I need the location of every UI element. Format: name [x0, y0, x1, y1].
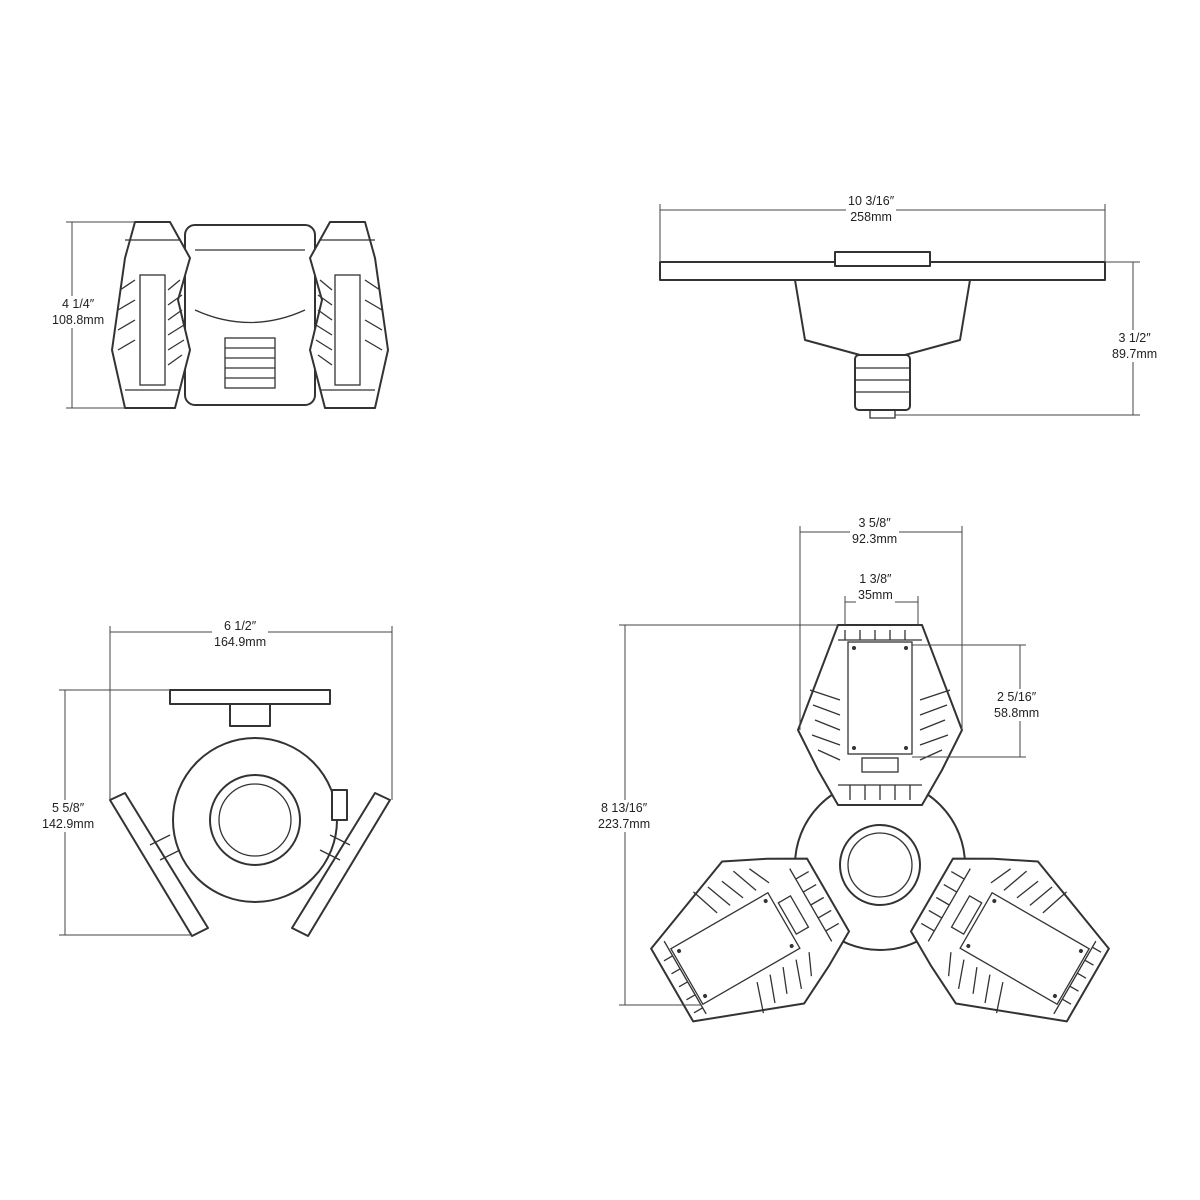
side-view: [659, 251, 1106, 419]
wing-tip-label: 1 3/8″ 35mm: [856, 571, 895, 603]
front-height-label: 4 1/4″ 108.8mm: [50, 296, 107, 328]
front-view: [111, 221, 389, 409]
folded-height-label: 5 5/8″ 142.9mm: [40, 800, 97, 832]
open-top-view: [630, 624, 1130, 1058]
folded-top-view: [109, 689, 391, 937]
overall-height-label: 8 13/16″ 223.7mm: [596, 800, 653, 832]
side-width-label: 10 3/16″ 258mm: [846, 193, 897, 225]
side-height-label: 3 1/2″ 89.7mm: [1110, 330, 1160, 362]
folded-width-label: 6 1/2″ 164.9mm: [212, 618, 269, 650]
panel-height-label: 2 5/16″ 58.8mm: [992, 689, 1042, 721]
wing-width-label: 3 5/8″ 92.3mm: [850, 515, 900, 547]
